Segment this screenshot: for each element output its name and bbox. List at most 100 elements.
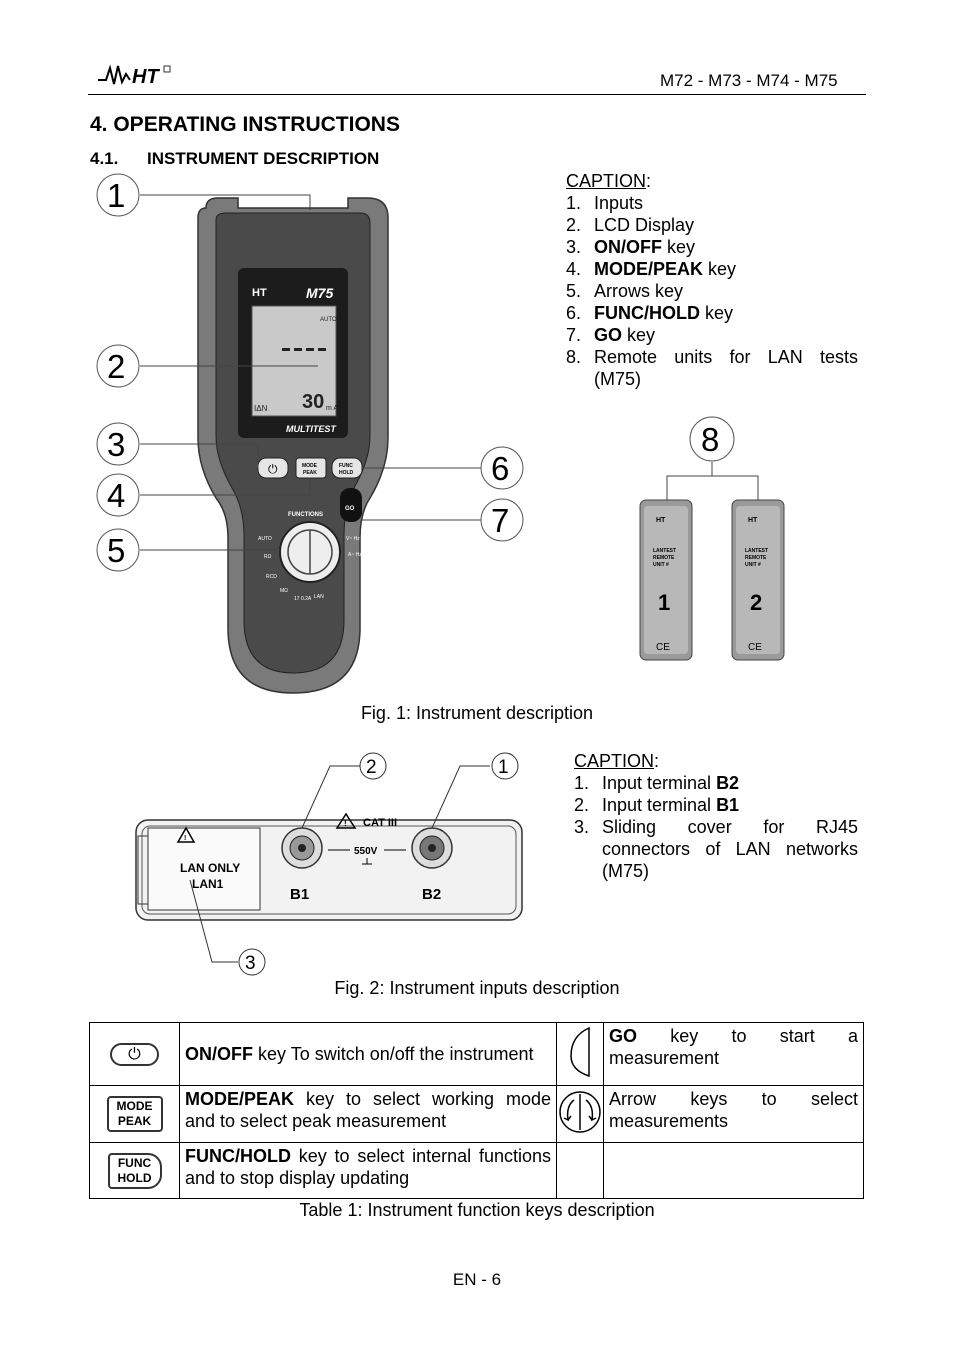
dial-label-v: V~ Hz	[346, 536, 360, 542]
cat-label: CAT III	[363, 817, 397, 829]
dial-label-17: 17 0.2A	[294, 596, 312, 602]
callout-6: 6	[480, 446, 524, 490]
dial-label-mohm: MΩ	[280, 588, 288, 594]
caption-item-7: 7.GO key	[566, 325, 656, 345]
arrow-keys-icon-cell	[556, 1085, 604, 1143]
b1-label: B1	[290, 886, 309, 903]
func-hold-description: FUNC/HOLD key to select internal functio…	[179, 1142, 557, 1199]
caption-item-4: 4.MODE/PEAK key	[566, 259, 737, 279]
lcd-screen	[251, 305, 337, 417]
arrow-keys-description: Arrow keys to select measurements	[603, 1085, 864, 1143]
svg-text:CE: CE	[656, 642, 670, 653]
svg-text:8: 8	[701, 421, 719, 458]
leader-lines	[140, 194, 496, 551]
svg-text:2: 2	[750, 590, 762, 615]
mode-peak-description: MODE/PEAK key to select working mode and…	[179, 1085, 557, 1143]
svg-text:HT: HT	[748, 517, 758, 524]
caption-item-2: 2.LCD Display	[566, 215, 695, 235]
onoff-description: ON/OFF key To switch on/off the instrume…	[179, 1022, 557, 1086]
fig2-caption-item-1: 1.Input terminal B2	[574, 773, 740, 793]
header-rule	[88, 94, 866, 95]
caption-item-5: 5.Arrows key	[566, 281, 684, 301]
empty-icon-cell	[556, 1142, 604, 1199]
section-title: 4. OPERATING INSTRUCTIONS	[90, 113, 400, 136]
svg-text:REMOTE: REMOTE	[653, 555, 675, 561]
page-number: EN - 6	[452, 1270, 502, 1289]
subsection-label: INSTRUMENT DESCRIPTION	[147, 149, 380, 168]
svg-text:!: !	[344, 819, 347, 828]
lan-label-2: LAN1	[192, 877, 224, 891]
device-model: M75	[306, 285, 333, 301]
onoff-key-symbol: ⏻	[268, 462, 278, 476]
figure1-caption-block: CAPTION: 1.Inputs 2.LCD Display 3.ON/OFF…	[566, 171, 858, 389]
go-key-icon-cell	[556, 1022, 604, 1086]
lan-cover	[147, 827, 261, 911]
figure2-caption-block: CAPTION: 1.Input terminal B2 2.Input ter…	[574, 751, 858, 882]
fig2-caption-item-3: 3.Sliding cover for RJ45 connectors of L…	[574, 817, 858, 881]
power-icon: ⏻	[110, 1043, 159, 1066]
mode-peak-key	[295, 457, 327, 479]
logo-text: HT	[132, 66, 160, 88]
svg-text:4: 4	[107, 477, 125, 514]
callout-8: 8	[689, 416, 735, 462]
dial-label-lan: LAN	[314, 594, 324, 600]
ht-logo: HT	[98, 64, 171, 88]
callout-2: 2	[96, 344, 140, 388]
svg-text:CE: CE	[748, 642, 762, 653]
onoff-key-icon-cell: ⏻	[89, 1022, 180, 1086]
figure1-caption: Fig. 1: Instrument description	[360, 703, 594, 723]
subsection-title: 4.1. INSTRUMENT DESCRIPTION	[90, 149, 379, 169]
callout-1: 1	[96, 173, 140, 217]
svg-text:3: 3	[245, 953, 256, 974]
caption-item-8: 8.Remote units for LAN tests (M75)	[566, 347, 858, 389]
lcd-label: IΔN	[254, 404, 268, 413]
dial-label-rcd: RCD	[266, 574, 277, 580]
func-key-line2: HOLD	[339, 470, 354, 476]
table1-caption: Table 1: Instrument function keys descri…	[299, 1200, 655, 1220]
remote-unit-2: HT LANTEST REMOTE UNIT # 2 CE	[731, 499, 785, 661]
func-key-line1: FUNC	[339, 463, 353, 469]
function-keys-table: ⏻ ON/OFF key To switch on/off the instru…	[89, 1022, 864, 1199]
lan-label-1: LAN ONLY	[180, 861, 240, 875]
mode-key-line2: PEAK	[303, 470, 317, 476]
caption-item-6: 6.FUNC/HOLD key	[566, 303, 734, 323]
device-brand: HT	[252, 287, 267, 299]
arrow-keys-icon	[559, 1090, 601, 1133]
svg-text:!: !	[184, 835, 186, 842]
callout-4: 4	[96, 473, 140, 517]
header-models: M72 - M73 - M74 - M75	[660, 71, 838, 90]
dial-label-auto: AUTO	[258, 536, 272, 542]
go-description: GO key to start a measurement	[603, 1022, 864, 1086]
callout-5: 5	[96, 528, 140, 572]
table-row: ⏻ ON/OFF key To switch on/off the instru…	[89, 1022, 864, 1086]
figure1-caption-title: CAPTION	[566, 171, 647, 191]
svg-text:UNIT #: UNIT #	[653, 562, 669, 568]
callout-7: 7	[480, 498, 524, 542]
lcd-value: 30	[302, 391, 324, 413]
svg-text:2: 2	[107, 348, 125, 385]
svg-text:5: 5	[107, 532, 125, 569]
svg-text:LANTEST: LANTEST	[745, 548, 768, 554]
svg-text:6: 6	[491, 450, 509, 487]
svg-text:HT: HT	[656, 517, 666, 524]
svg-text:3: 3	[107, 426, 125, 463]
empty-description-cell	[603, 1142, 864, 1199]
svg-text:1: 1	[498, 757, 509, 778]
remote-units-figure: 8 HT LANTEST REMOTE UNIT # 1 CE HT LANTE…	[639, 416, 785, 661]
caption-item-1: 1.Inputs	[566, 193, 644, 213]
figure2-caption-list: 1.Input terminal B2 2.Input terminal B1 …	[574, 772, 858, 882]
dial-title: FUNCTIONS	[288, 512, 323, 518]
go-key-icon	[570, 1026, 590, 1077]
subsection-number: 4.1.	[90, 149, 119, 168]
inputs-figure: ! LAN ONLY LAN1 ! CAT III 550V B1 B2 2 1…	[135, 752, 523, 976]
mode-key-line1: MODE	[302, 463, 318, 469]
svg-text:REMOTE: REMOTE	[745, 555, 767, 561]
dial-label-rohm: RΩ	[264, 554, 272, 560]
svg-text:7: 7	[491, 502, 509, 539]
lcd-dashes	[282, 348, 326, 351]
